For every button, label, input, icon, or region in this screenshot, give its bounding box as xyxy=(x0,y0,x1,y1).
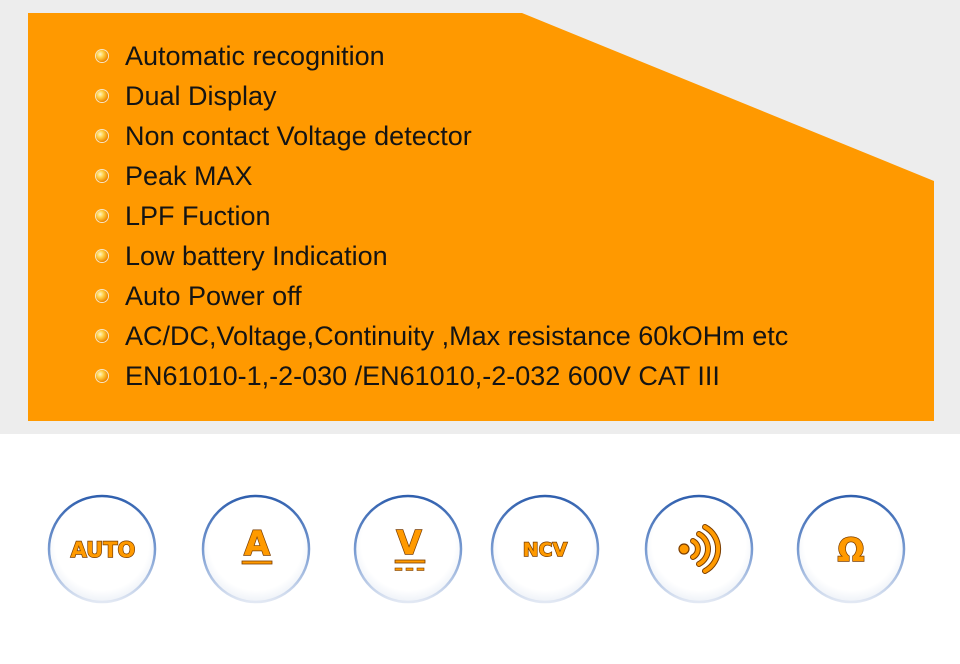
bullet-icon xyxy=(96,330,108,342)
feature-panel xyxy=(28,13,934,421)
ohm-label: Ω xyxy=(837,531,864,569)
auto-label: AUTO xyxy=(71,538,136,562)
bullet-icon xyxy=(96,90,108,102)
feature-text: Dual Display xyxy=(125,80,277,111)
dc-voltage-icon: V xyxy=(353,494,463,604)
bullet-icon xyxy=(96,290,108,302)
feature-list: Automatic recognition Dual Display Non c… xyxy=(96,36,788,396)
bullet-icon xyxy=(96,250,108,262)
auto-mode-icon: AUTO xyxy=(47,494,157,604)
bullet-icon xyxy=(96,370,108,382)
bullet-icon xyxy=(96,170,108,182)
voltage-label: V xyxy=(396,523,422,562)
sound-wave-icon xyxy=(644,494,754,604)
feature-text: EN61010-1,-2-030 /EN61010,-2-032 600V CA… xyxy=(125,360,720,391)
feature-text: AC/DC,Voltage,Continuity ,Max resistance… xyxy=(125,320,789,351)
feature-text: Auto Power off xyxy=(125,280,302,311)
feature-text: Automatic recognition xyxy=(125,40,385,71)
ncv-label: NCV xyxy=(523,539,568,561)
bullet-icon xyxy=(96,130,108,142)
feature-item: AC/DC,Voltage,Continuity ,Max resistance… xyxy=(96,316,788,356)
feature-item: Low battery Indication xyxy=(96,236,788,276)
bullet-icon xyxy=(96,210,108,222)
bullet-icon xyxy=(96,50,108,62)
ohm-icon: Ω xyxy=(796,494,906,604)
feature-text: LPF Fuction xyxy=(125,200,271,231)
ampere-label: A xyxy=(244,524,271,564)
feature-item: Auto Power off xyxy=(96,276,788,316)
feature-item: Peak MAX xyxy=(96,156,788,196)
feature-item: Automatic recognition xyxy=(96,36,788,76)
feature-item: LPF Fuction xyxy=(96,196,788,236)
feature-item: EN61010-1,-2-030 /EN61010,-2-032 600V CA… xyxy=(96,356,788,396)
feature-item: Dual Display xyxy=(96,76,788,116)
feature-text: Peak MAX xyxy=(125,160,253,191)
feature-text: Non contact Voltage detector xyxy=(125,120,472,151)
ncv-icon: NCV xyxy=(490,494,600,604)
ampere-icon: A xyxy=(201,494,311,604)
feature-item: Non contact Voltage detector xyxy=(96,116,788,156)
feature-text: Low battery Indication xyxy=(125,240,388,271)
